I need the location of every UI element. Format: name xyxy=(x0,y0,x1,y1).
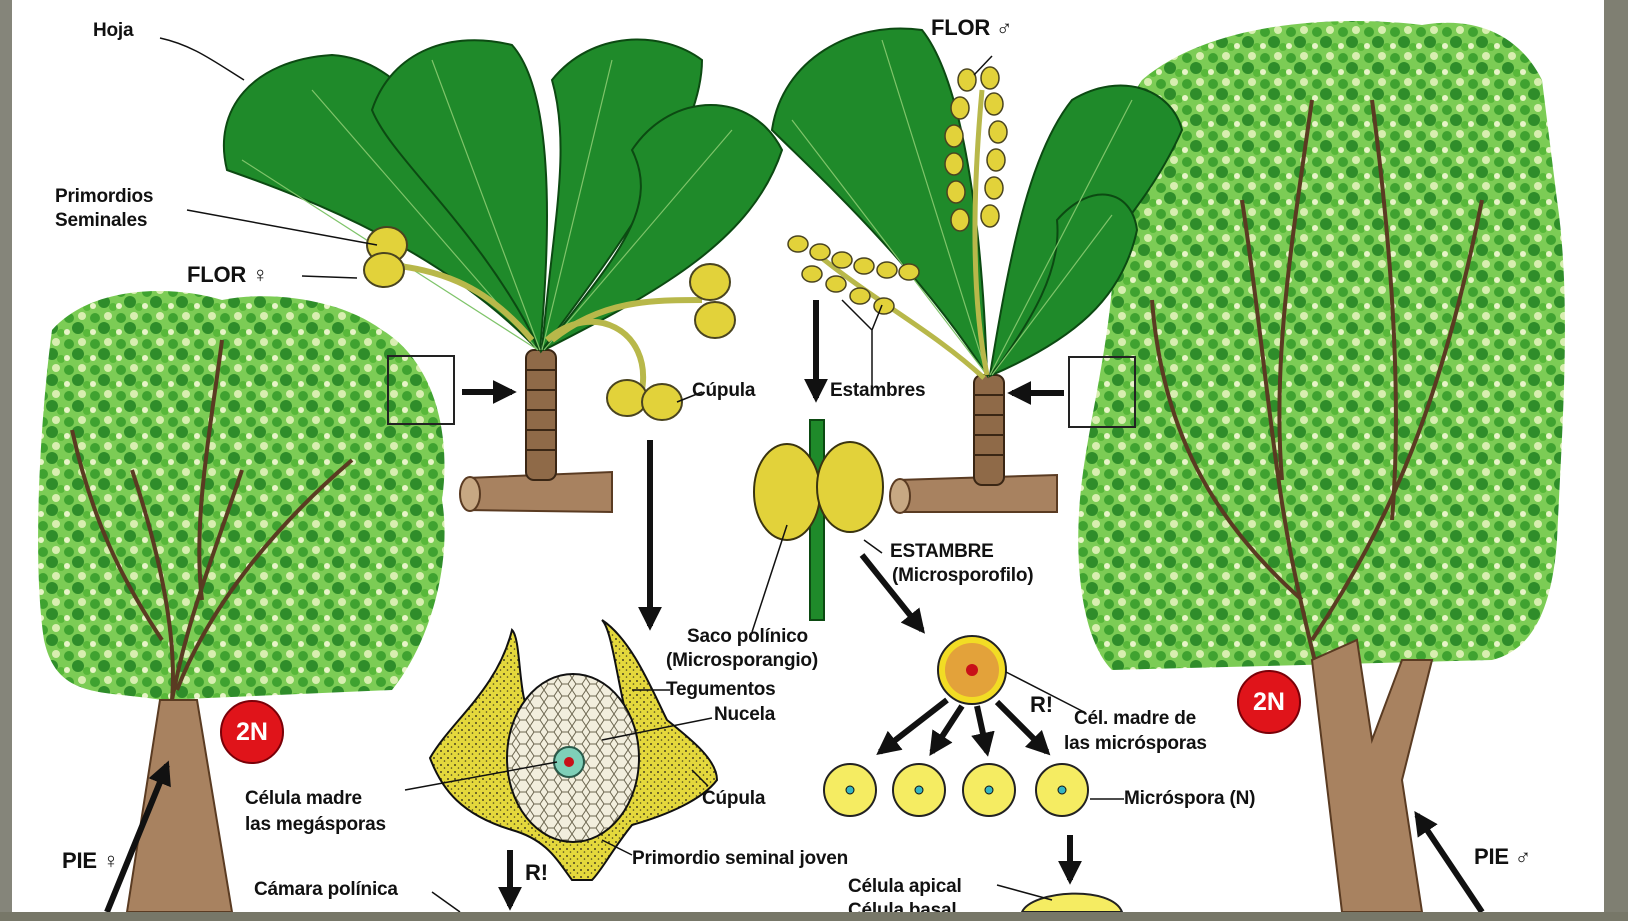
left-border xyxy=(0,0,12,921)
label-estambres: Estambres xyxy=(830,380,925,402)
label-celula-basal: Célula basal xyxy=(848,900,956,912)
label-celula-madre-meg-1: Célula madre xyxy=(245,788,362,810)
label-microsporofilo: (Microsporofilo) xyxy=(892,565,1033,587)
label-primordio-joven: Primordio seminal joven xyxy=(632,848,848,870)
bottom-border xyxy=(0,912,1628,921)
label-flor-masculina: FLOR ♂ xyxy=(931,17,1012,39)
label-pie-masculino: PIE ♂ xyxy=(1474,846,1531,868)
label-saco-polinico: Saco polínico xyxy=(687,626,808,648)
male-tree-trunk xyxy=(1312,640,1432,912)
label-meiosis-2: R! xyxy=(525,862,548,884)
label-seminales: Seminales xyxy=(55,210,147,232)
pollen-sac-right xyxy=(817,442,883,532)
label-celula-madre-meg-2: las megásporas xyxy=(245,814,386,836)
male-spur xyxy=(974,375,1004,485)
label-cel-madre-mic-1: Cél. madre de xyxy=(1074,708,1196,730)
label-flor-femenina: FLOR ♀ xyxy=(187,264,268,286)
label-pie-femenino: PIE ♀ xyxy=(62,850,119,872)
label-camara-polinica: Cámara polínica xyxy=(254,879,398,901)
female-tree-canopy xyxy=(38,291,444,700)
label-cupula-bottom: Cúpula xyxy=(702,788,765,810)
stamen-detail xyxy=(754,420,883,620)
label-hoja: Hoja xyxy=(93,20,133,42)
microspore-cells xyxy=(824,636,1122,912)
female-tree-trunk xyxy=(127,700,232,912)
right-border xyxy=(1604,0,1628,921)
label-microsporangio: (Microsporangio) xyxy=(666,650,818,672)
label-tegumentos: Tegumentos xyxy=(666,679,776,701)
label-cupula-top: Cúpula xyxy=(692,380,755,402)
diploid-badge-left: 2N xyxy=(220,700,284,764)
label-primordios: Primordios xyxy=(55,186,153,208)
label-estambre: ESTAMBRE xyxy=(890,541,994,563)
label-microspora: Micróspora (N) xyxy=(1124,788,1255,810)
label-meiosis-1: R! xyxy=(1030,694,1053,716)
label-cel-madre-mic-2: las micrósporas xyxy=(1064,733,1207,755)
label-celula-apical: Célula apical xyxy=(848,876,962,898)
label-nucela: Nucela xyxy=(714,704,775,726)
ginkgo-life-cycle-illustration xyxy=(12,0,1604,912)
diploid-badge-right: 2N xyxy=(1237,670,1301,734)
diagram-canvas: Hoja Primordios Seminales FLOR ♀ FLOR ♂ … xyxy=(12,0,1604,912)
